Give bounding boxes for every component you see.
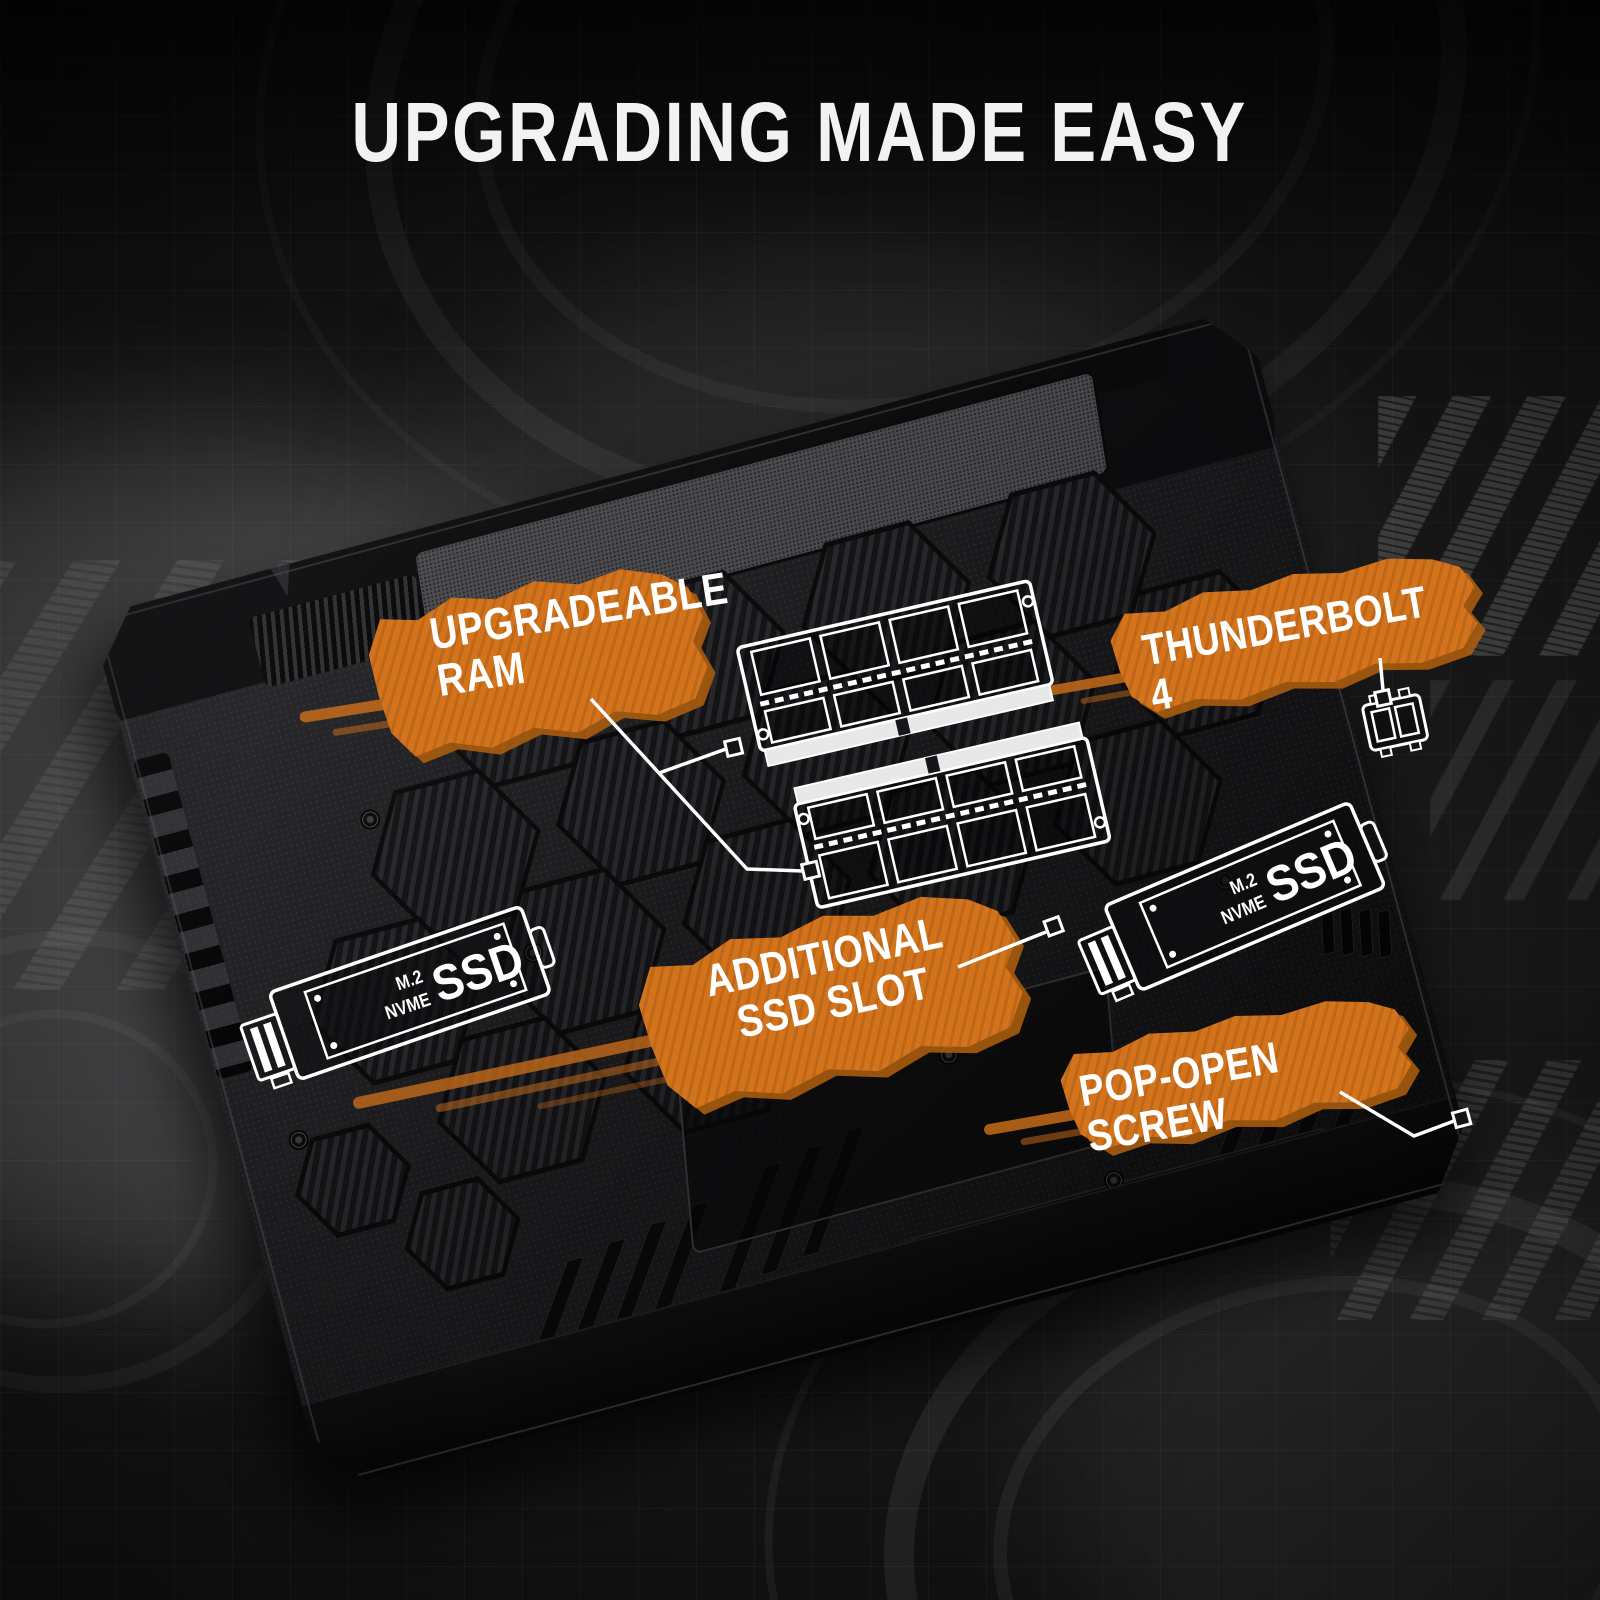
thunderbolt-port-icon xyxy=(1361,686,1429,759)
callout-marker-square xyxy=(799,859,822,882)
ssd-module-icon: M.2 NVME SSD xyxy=(239,906,556,1090)
callout-marker-square xyxy=(1372,687,1394,709)
callout-marker-square xyxy=(1042,914,1066,938)
callout-marker-square xyxy=(722,736,745,759)
ssd-module-icon: M.2 NVME SSD xyxy=(1077,802,1388,1003)
page-title: UPGRADING MADE EASY xyxy=(0,84,1600,181)
callout-line-additional-ssd xyxy=(957,930,1047,969)
callout-line-pop-open-screw xyxy=(1339,1090,1455,1138)
callout-line-ram-branch xyxy=(658,747,727,775)
callout-line-thunderbolt xyxy=(1378,657,1385,691)
callout-marker-square xyxy=(1450,1107,1473,1130)
title-text: UPGRADING MADE EASY xyxy=(351,85,1249,179)
